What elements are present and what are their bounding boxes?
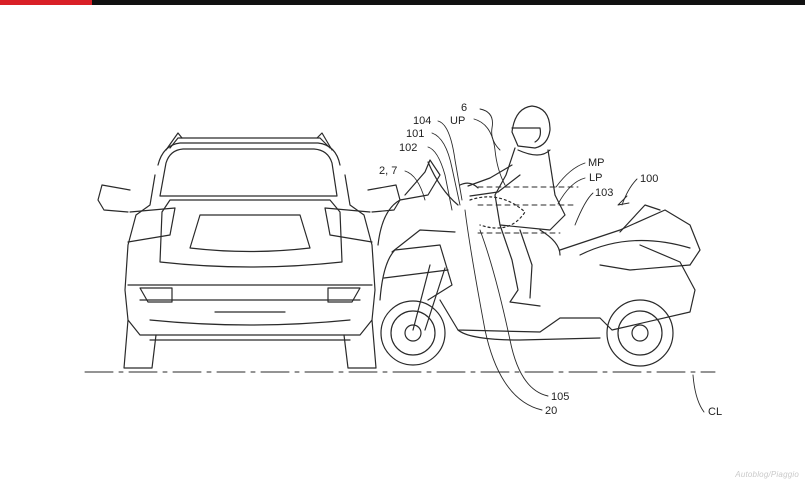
three-wheel-scooter (377, 159, 701, 367)
label-105: 105 (551, 391, 569, 403)
label-103: 103 (595, 187, 613, 199)
leader-lines (404, 108, 705, 413)
label-cl: CL (708, 406, 722, 418)
label-lp: LP (589, 172, 602, 184)
reference-labels: 6 104 UP 101 102 2, 7 MP LP 103 100 105 … (379, 102, 722, 418)
label-up: UP (450, 115, 465, 127)
label-101: 101 (406, 128, 424, 140)
label-2-7: 2, 7 (379, 165, 397, 177)
watermark: Autoblog/Piaggio (735, 470, 799, 479)
label-104: 104 (413, 115, 431, 127)
label-100: 100 (640, 173, 658, 185)
label-102: 102 (399, 142, 417, 154)
reference-planes (477, 186, 579, 234)
label-20: 20 (545, 405, 557, 417)
rider (459, 105, 566, 307)
label-6: 6 (461, 102, 467, 114)
label-mp: MP (588, 157, 605, 169)
brand-accent-strip (0, 0, 92, 5)
suv-rear-view (97, 132, 401, 369)
top-bar (0, 0, 805, 5)
